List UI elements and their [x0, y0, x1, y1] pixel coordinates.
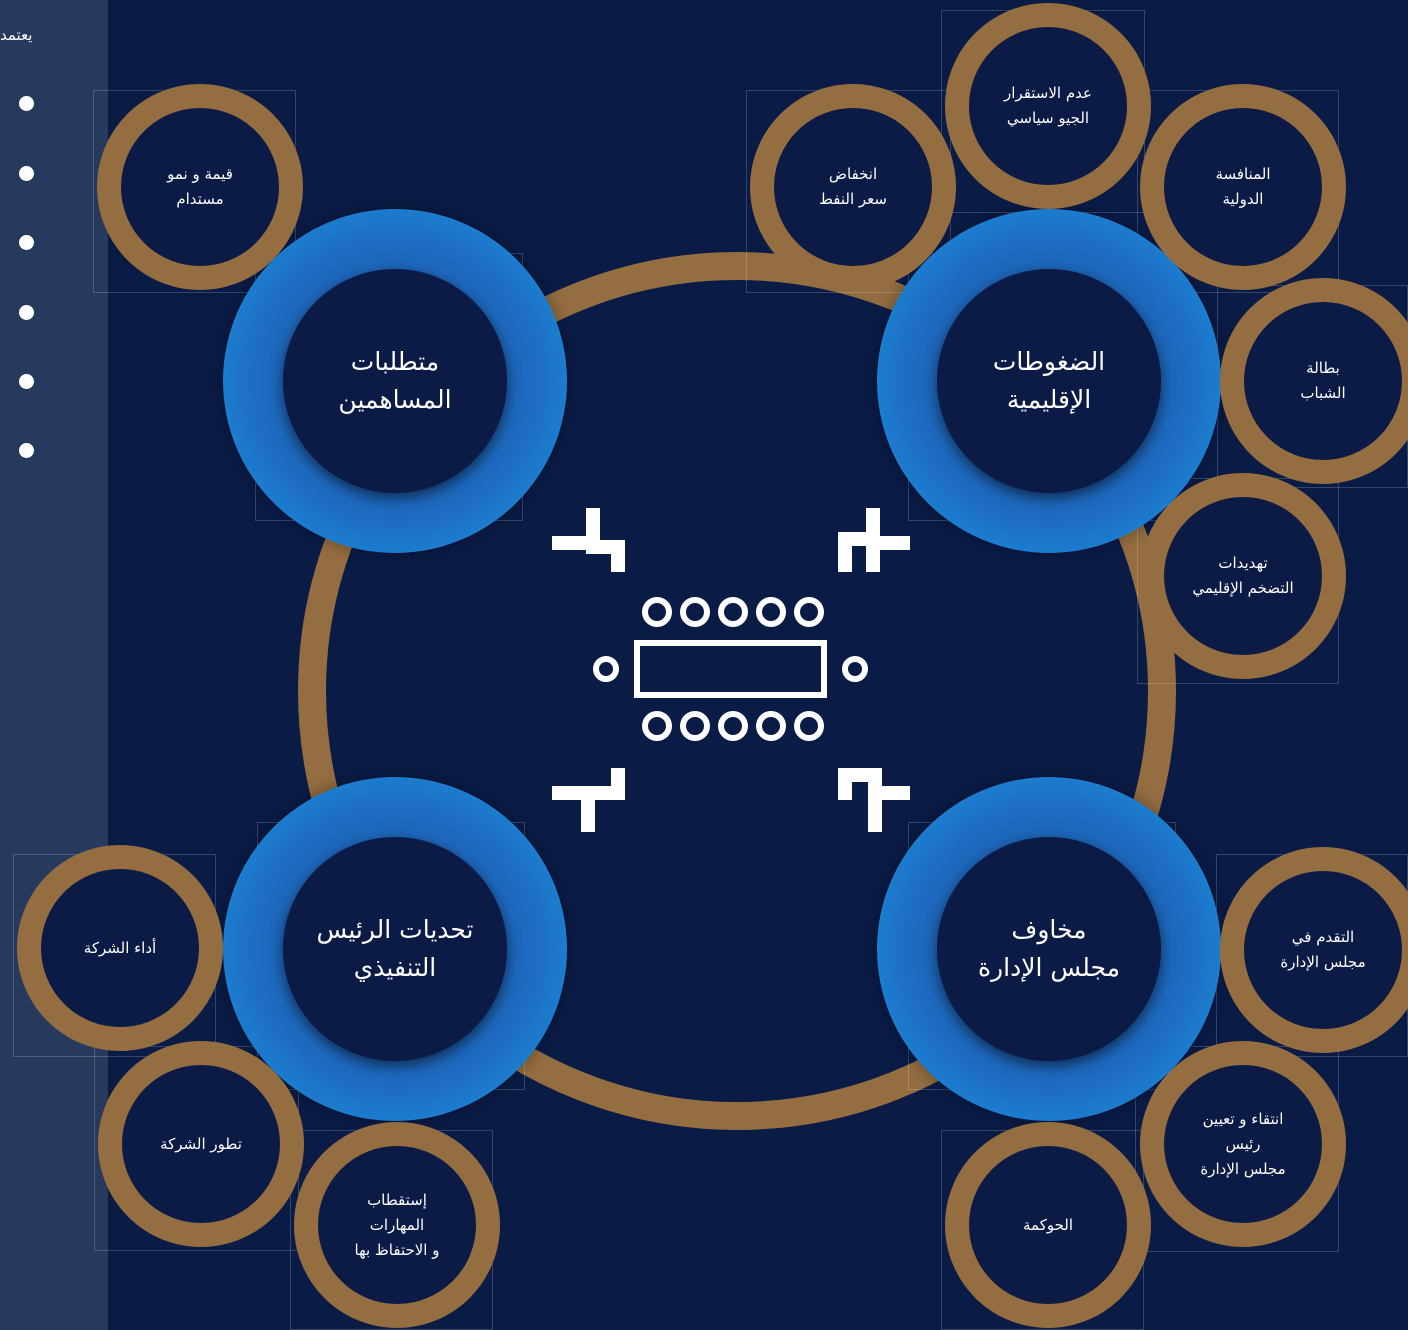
sidebar-bullet — [19, 443, 34, 458]
node-label: إستقطاب المهارات و الاحتفاظ بها — [354, 1190, 440, 1259]
node-value-growth: قيمة و نمو مستدام — [97, 84, 303, 290]
sidebar-bullet — [19, 96, 34, 111]
sidebar-bullet — [19, 374, 34, 389]
node-label: بطالة الشباب — [1300, 359, 1346, 402]
node-label: المنافسة الدولية — [1215, 165, 1271, 208]
node-board-progress: التقدم في مجلس الإدارة — [1220, 847, 1408, 1053]
hub-label: الضغوطات الإقليمية — [992, 347, 1106, 414]
table-group — [593, 597, 868, 741]
sidebar-bullet — [19, 166, 34, 181]
hub-shareholders: متطلبات المساهمين — [223, 209, 567, 553]
hub-core: متطلبات المساهمين — [283, 269, 507, 493]
hub-core: مخاوف مجلس الإدارة — [937, 837, 1161, 1061]
node-label: قيمة و نمو مستدام — [167, 165, 233, 208]
node-label: أداء الشركة — [83, 938, 157, 957]
arrow-top-left-icon — [552, 508, 625, 572]
node-governance: الحوكمة — [945, 1122, 1151, 1328]
hub-board: مخاوف مجلس الإدارة — [877, 777, 1221, 1121]
hub-label: مخاوف مجلس الإدارة — [977, 915, 1121, 982]
node-talent: إستقطاب المهارات و الاحتفاظ بها — [294, 1122, 500, 1328]
hub-label: تحديات الرئيس التنفيذي — [316, 915, 474, 982]
node-label: تهديدات التضخم الإقليمي — [1192, 554, 1294, 597]
node-label: انتقاء و تعيين رئيس مجلس الإدارة — [1200, 1109, 1286, 1178]
node-label: التقدم في مجلس الإدارة — [1280, 928, 1366, 971]
arrow-bottom-left-icon — [552, 768, 625, 832]
sidebar-heading: يعتمد — [0, 26, 33, 44]
node-oil-price: انخفاض سعر النفط — [750, 84, 956, 290]
node-youth-unemployment: بطالة الشباب — [1220, 278, 1408, 484]
node-company-development: تطور الشركة — [98, 1041, 304, 1247]
sidebar-bullet — [19, 305, 34, 320]
node-label: تطور الشركة — [160, 1134, 242, 1153]
node-label: الحوكمة — [1022, 1215, 1074, 1234]
hub-core: تحديات الرئيس التنفيذي — [283, 837, 507, 1061]
table-rect — [634, 640, 827, 698]
hub-label: متطلبات المساهمين — [338, 347, 452, 414]
hub-ceo: تحديات الرئيس التنفيذي — [223, 777, 567, 1121]
node-label: انخفاض سعر النفط — [819, 165, 887, 208]
node-inflation: تهديدات التضخم الإقليمي — [1140, 473, 1346, 679]
node-label: عدم الاستقرار الجيو سياسي — [1004, 84, 1092, 127]
sidebar: يعتمد — [0, 0, 108, 1330]
node-competition: المنافسة الدولية — [1140, 84, 1346, 290]
hub-regional: الضغوطات الإقليمية — [877, 209, 1221, 553]
boardroom-table-icon — [552, 508, 910, 832]
node-company-performance: أداء الشركة — [17, 845, 223, 1051]
node-geopolitical: عدم الاستقرار الجيو سياسي — [945, 3, 1151, 209]
hub-core: الضغوطات الإقليمية — [937, 269, 1161, 493]
arrow-top-right-icon — [838, 508, 910, 572]
node-chairman-selection: انتقاء و تعيين رئيس مجلس الإدارة — [1140, 1041, 1346, 1247]
arrows-group — [552, 508, 910, 832]
sidebar-bullet — [19, 235, 34, 250]
arrow-bottom-right-icon — [838, 768, 910, 832]
